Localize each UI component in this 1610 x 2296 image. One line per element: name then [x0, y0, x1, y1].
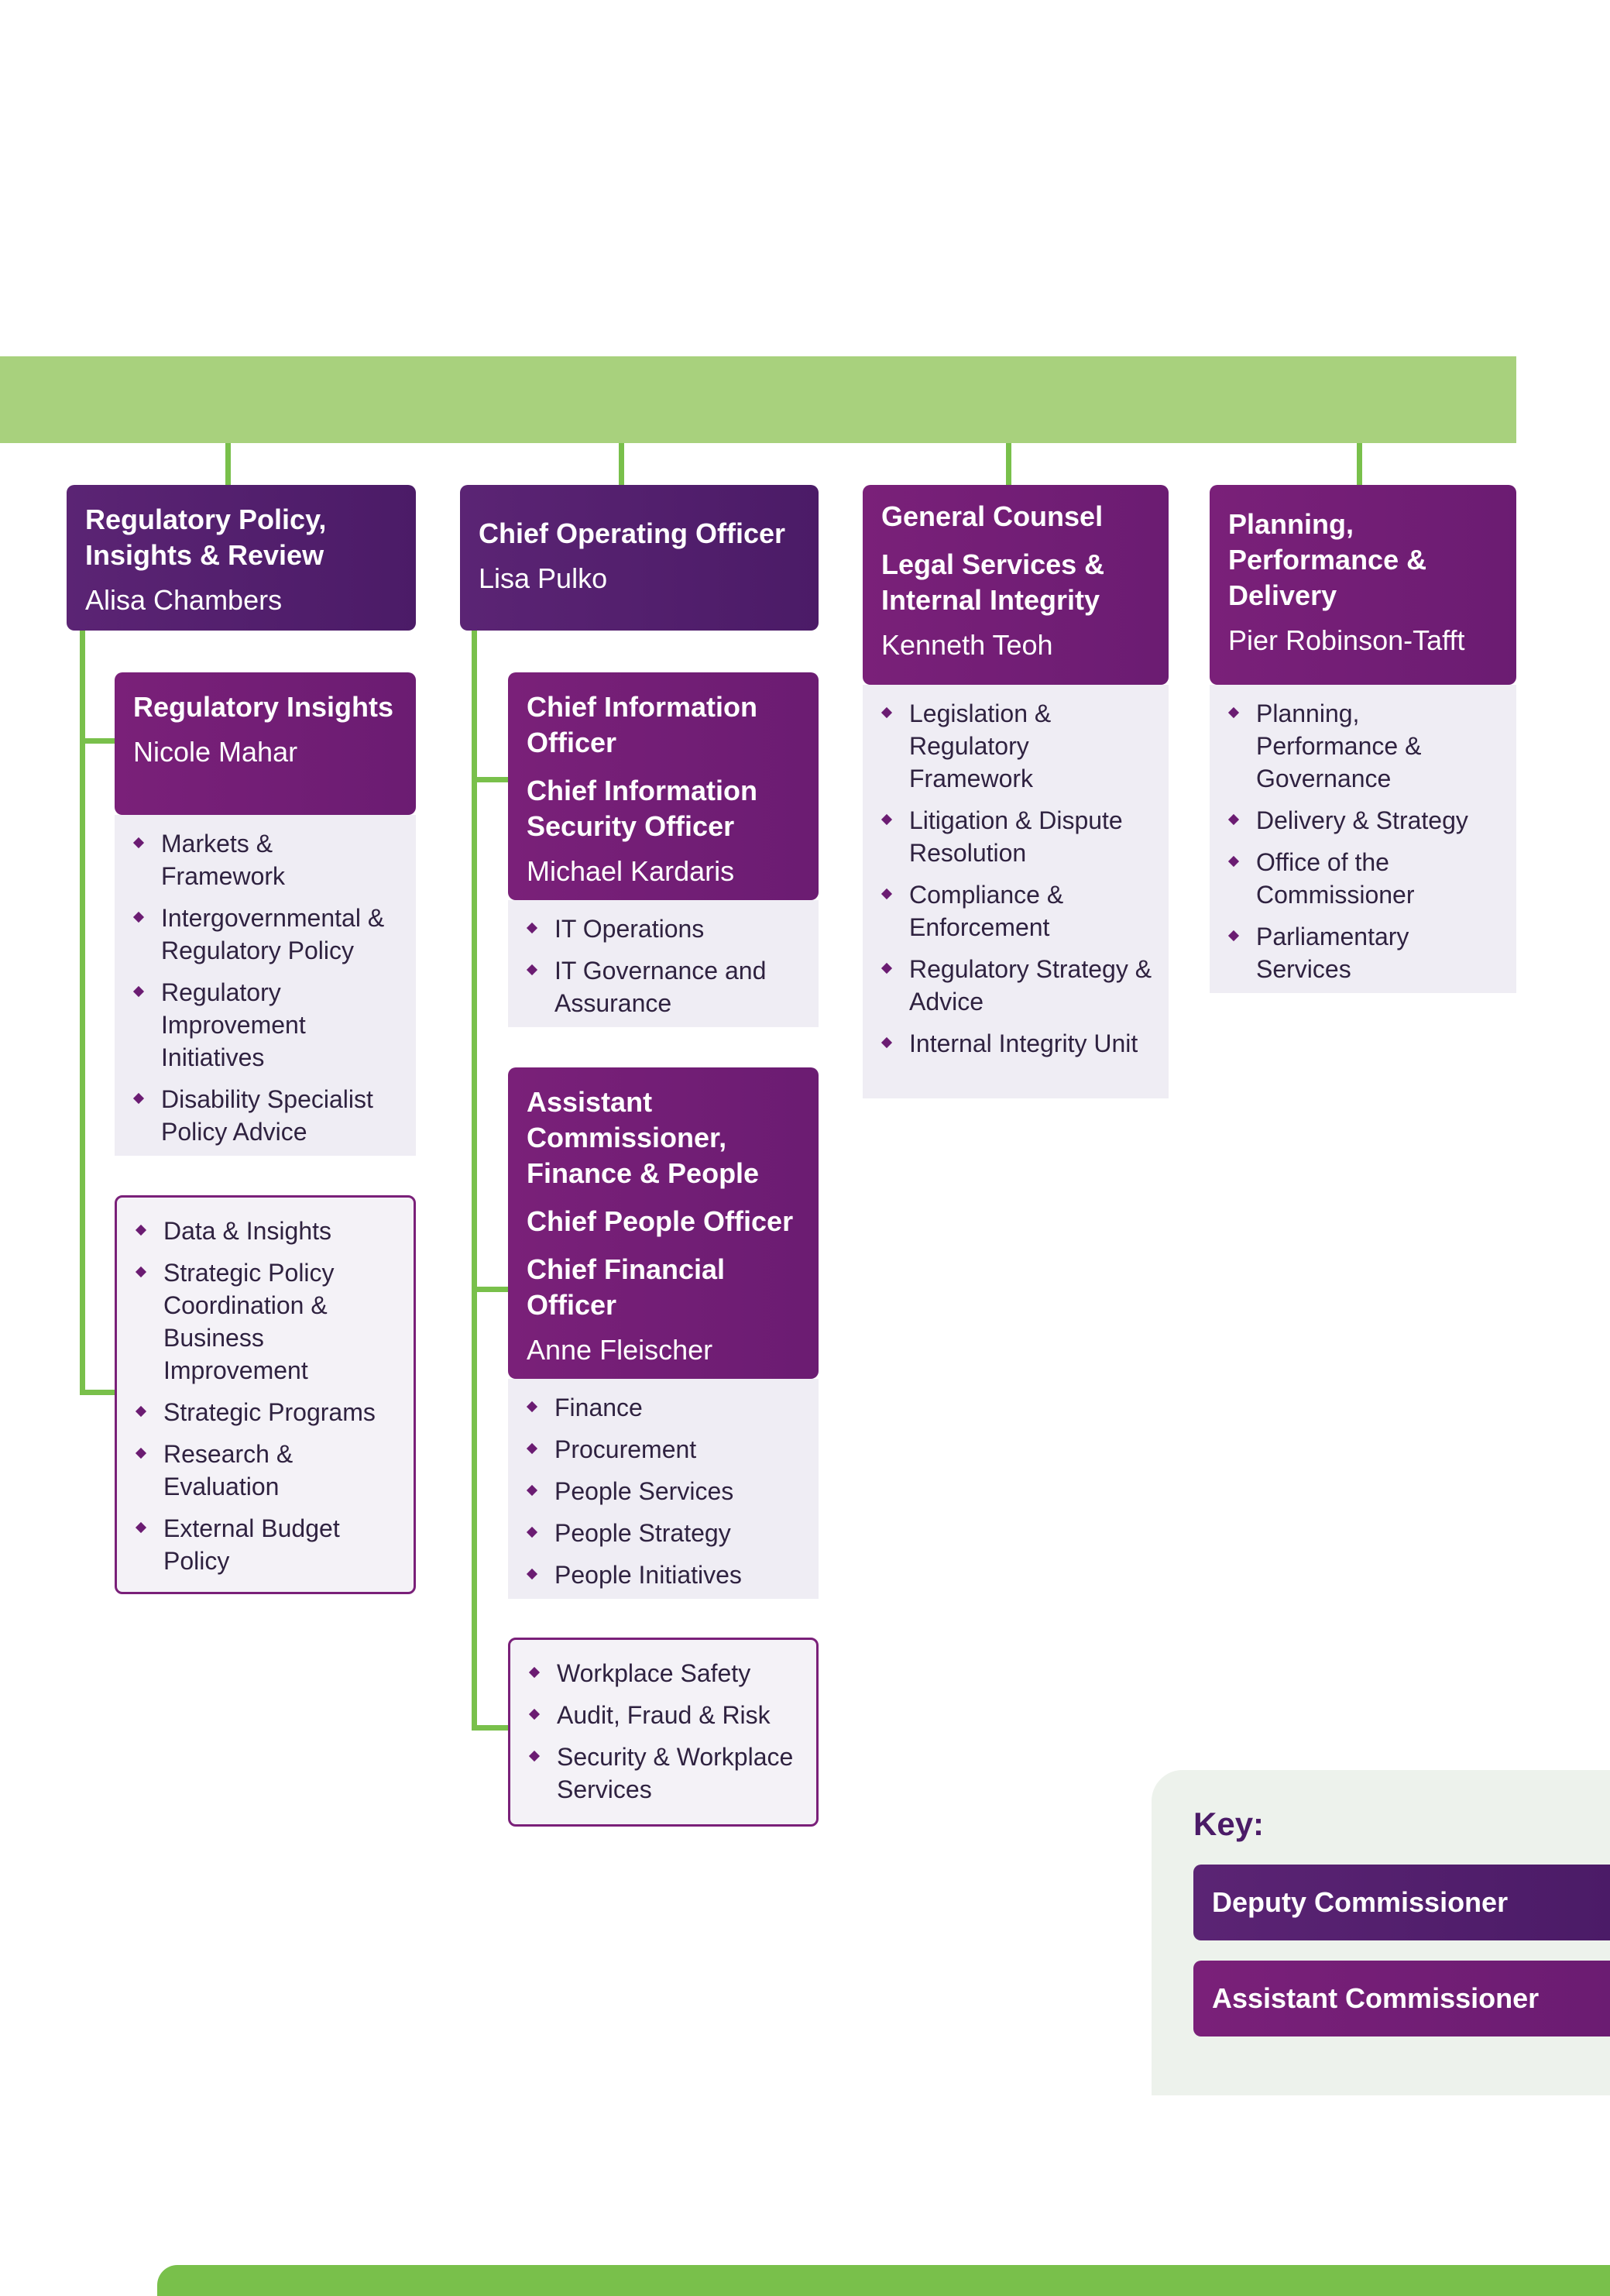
c2-vertical-line — [472, 631, 477, 1731]
c4-title: Planning, Performance & Delivery — [1228, 508, 1427, 611]
c1-sub1-header: Regulatory Insights Nicole Mahar — [115, 672, 416, 815]
list-item: Workplace Safety — [526, 1657, 802, 1689]
list-item: Strategic Programs — [132, 1396, 400, 1428]
list-item: People Initiatives — [524, 1559, 805, 1591]
c2-sub2-header: Assistant Commissioner, Finance & People… — [508, 1067, 819, 1379]
c3-name: Kenneth Teoh — [881, 629, 1053, 661]
c4-name: Pier Robinson-Tafft — [1228, 624, 1465, 656]
top-banner — [0, 356, 1516, 443]
c1-header: Regulatory Policy, Insights & Review Ali… — [67, 485, 416, 631]
c4-units: Planning, Performance & Governance Deliv… — [1210, 685, 1516, 993]
c2-sub2-title2: Chief People Officer — [527, 1205, 794, 1237]
key-assistant-commissioner: Assistant Commissioner — [1193, 1961, 1610, 2036]
connector-c1 — [225, 443, 231, 485]
c2-header: Chief Operating Officer Lisa Pulko — [460, 485, 819, 631]
list-item: Parliamentary Services — [1225, 920, 1502, 985]
list-item: Legislation & Regulatory Framework — [878, 697, 1155, 795]
c4-header: Planning, Performance & Delivery Pier Ro… — [1210, 485, 1516, 685]
list-item: Disability Specialist Policy Advice — [130, 1083, 402, 1148]
list-item: Strategic Policy Coordination & Business… — [132, 1256, 400, 1387]
list-item: External Budget Policy — [132, 1512, 400, 1577]
list-item: Internal Integrity Unit — [878, 1027, 1155, 1060]
c3-title1: General Counsel — [881, 500, 1104, 532]
list-item: Office of the Commissioner — [1225, 846, 1502, 911]
c2-title: Chief Operating Officer — [479, 517, 786, 549]
list-item: Regulatory Improvement Initiatives — [130, 976, 402, 1074]
list-item: Audit, Fraud & Risk — [526, 1699, 802, 1731]
c3-units: Legislation & Regulatory Framework Litig… — [863, 685, 1169, 1098]
list-item: Planning, Performance & Governance — [1225, 697, 1502, 795]
c2-sub1-title2: Chief Information Security Officer — [527, 775, 757, 842]
key-deputy-commissioner: Deputy Commissioner — [1193, 1865, 1610, 1940]
c2-sub2-title3: Chief Financial Officer — [527, 1253, 726, 1321]
list-item: People Services — [524, 1475, 805, 1507]
c2-branch-sub1 — [472, 777, 508, 782]
c1-sub1-units: Markets & Framework Intergovernmental & … — [115, 815, 416, 1156]
list-item: Research & Evaluation — [132, 1438, 400, 1503]
connector-c3 — [1006, 443, 1011, 485]
list-item: Delivery & Strategy — [1225, 804, 1502, 837]
list-item: Markets & Framework — [130, 827, 402, 892]
c2-branch-sub2 — [472, 1287, 508, 1292]
list-item: IT Governance and Assurance — [524, 954, 805, 1019]
list-item: IT Operations — [524, 913, 805, 945]
list-item: Regulatory Strategy & Advice — [878, 953, 1155, 1018]
c2-branch-direct — [472, 1725, 508, 1731]
c3-header: General Counsel Legal Services & Interna… — [863, 485, 1169, 685]
c2-sub2-title1: Assistant Commissioner, Finance & People — [527, 1086, 760, 1189]
c2-direct-units: Workplace Safety Audit, Fraud & Risk Sec… — [508, 1638, 819, 1827]
list-item: Data & Insights — [132, 1215, 400, 1247]
list-item: Compliance & Enforcement — [878, 878, 1155, 943]
c1-sub1-name: Nicole Mahar — [133, 736, 298, 768]
list-item: Procurement — [524, 1433, 805, 1466]
bottom-band — [157, 2265, 1610, 2296]
c2-sub1-title1: Chief Information Officer — [527, 691, 757, 758]
list-item: Finance — [524, 1391, 805, 1424]
c1-branch-direct — [80, 1390, 115, 1395]
c1-sub1-title: Regulatory Insights — [133, 691, 394, 723]
list-item: Litigation & Dispute Resolution — [878, 804, 1155, 869]
c2-sub2-name: Anne Fleischer — [527, 1334, 713, 1366]
c2-name: Lisa Pulko — [479, 562, 608, 594]
connector-c2 — [619, 443, 624, 485]
list-item: Intergovernmental & Regulatory Policy — [130, 902, 402, 967]
c2-sub1-units: IT Operations IT Governance and Assuranc… — [508, 900, 819, 1027]
c1-vertical-line — [80, 631, 85, 1395]
c2-sub1-name: Michael Kardaris — [527, 855, 735, 887]
c1-direct-units: Data & Insights Strategic Policy Coordin… — [115, 1195, 416, 1594]
key-title: Key: — [1193, 1806, 1265, 1842]
connector-c4 — [1357, 443, 1362, 485]
c3-title2: Legal Services & Internal Integrity — [881, 548, 1105, 616]
c1-branch-sub1 — [80, 738, 115, 744]
c1-title: Regulatory Policy, Insights & Review — [85, 504, 327, 571]
list-item: Security & Workplace Services — [526, 1741, 802, 1806]
list-item: People Strategy — [524, 1517, 805, 1549]
c2-sub2-units: Finance Procurement People Services Peop… — [508, 1379, 819, 1599]
c2-sub1-header: Chief Information Officer Chief Informat… — [508, 672, 819, 900]
c1-name: Alisa Chambers — [85, 584, 283, 616]
